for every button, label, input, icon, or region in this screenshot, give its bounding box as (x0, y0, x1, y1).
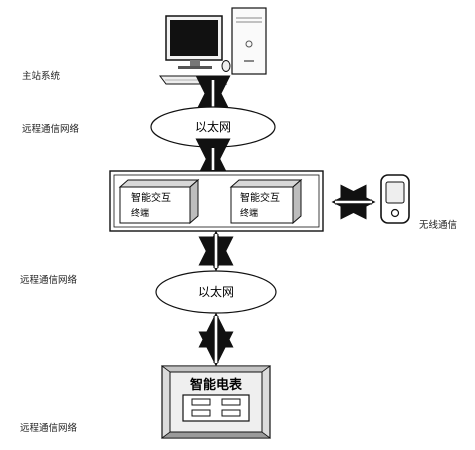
ethernet-label-top: 以太网 (195, 119, 231, 134)
terminal-box-1 (118, 178, 200, 225)
smart-meter-label: 智能电表 (190, 377, 243, 393)
terminal-2-line2: 终端 (240, 207, 258, 219)
terminal-box-2 (229, 178, 303, 225)
mobile-phone-icon (380, 174, 410, 224)
terminal-1-line1: 智能交互 (131, 191, 171, 204)
remote-network-label-2: 远程通信网络 (20, 275, 78, 286)
mouse-icon (221, 60, 231, 72)
master-station-label: 主站系统 (22, 71, 61, 82)
smart-meter-icon (160, 365, 272, 439)
computer-monitor-icon (165, 15, 223, 69)
wireless-label: 无线通信 (419, 220, 458, 231)
ethernet-label-bottom: 以太网 (198, 284, 234, 299)
terminal-1-line2: 终端 (131, 207, 149, 219)
computer-tower-icon (231, 7, 267, 75)
remote-network-label-3: 远程通信网络 (20, 423, 78, 434)
remote-network-label-1: 远程通信网络 (22, 124, 80, 135)
keyboard-icon (159, 75, 228, 85)
terminal-2-line1: 智能交互 (240, 191, 280, 204)
